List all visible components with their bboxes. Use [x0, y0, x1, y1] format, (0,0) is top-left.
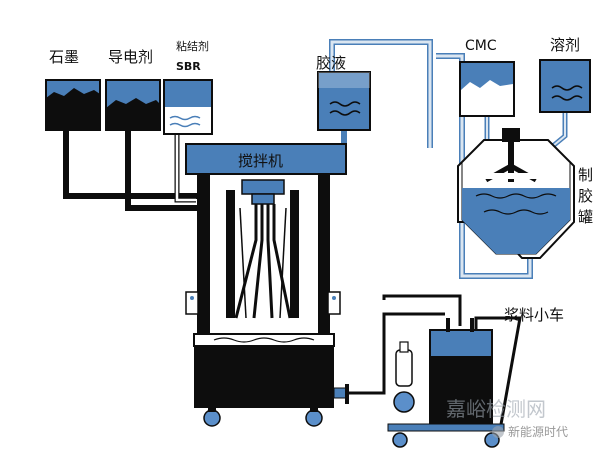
graphite-pipe [63, 128, 198, 199]
conductive-pipe [125, 128, 198, 211]
conductive-agent-hopper [105, 79, 161, 131]
solvent-label: 溶剂 [550, 36, 580, 54]
glue-tank [457, 128, 575, 259]
mixer [185, 143, 347, 427]
watermark: 嘉峪检测网 新能源时代 [446, 397, 568, 439]
solvent-hopper [539, 59, 591, 113]
glue-tank-label-1: 制 [578, 166, 593, 184]
binder-type-label: SBR [176, 60, 201, 73]
outlet-valve [333, 384, 349, 404]
glue-tank-label-2: 胶 [578, 187, 593, 205]
mixer-label: 搅拌机 [238, 152, 283, 170]
watermark-main: 嘉峪检测网 [446, 397, 546, 421]
cmc-label: CMC [465, 38, 497, 54]
glue-solution-tank [317, 71, 371, 131]
conductive-agent-label: 导电剂 [108, 48, 153, 66]
glue-solution-label: 胶液 [316, 54, 346, 72]
outlet-pipe [334, 312, 445, 395]
graphite-label: 石墨 [49, 48, 79, 66]
cmc-hopper [459, 61, 515, 117]
pipes [63, 39, 568, 431]
glue-tank-label-3: 罐 [578, 208, 593, 226]
graphite-hopper [45, 79, 101, 131]
wechat-icon [492, 426, 504, 438]
watermark-sub: 新能源时代 [508, 424, 568, 439]
binder-hopper [163, 79, 213, 135]
slurry-cart-label: 浆料小车 [504, 306, 564, 324]
binder-label: 粘结剂 [176, 39, 209, 53]
slurry-cart [387, 318, 505, 448]
